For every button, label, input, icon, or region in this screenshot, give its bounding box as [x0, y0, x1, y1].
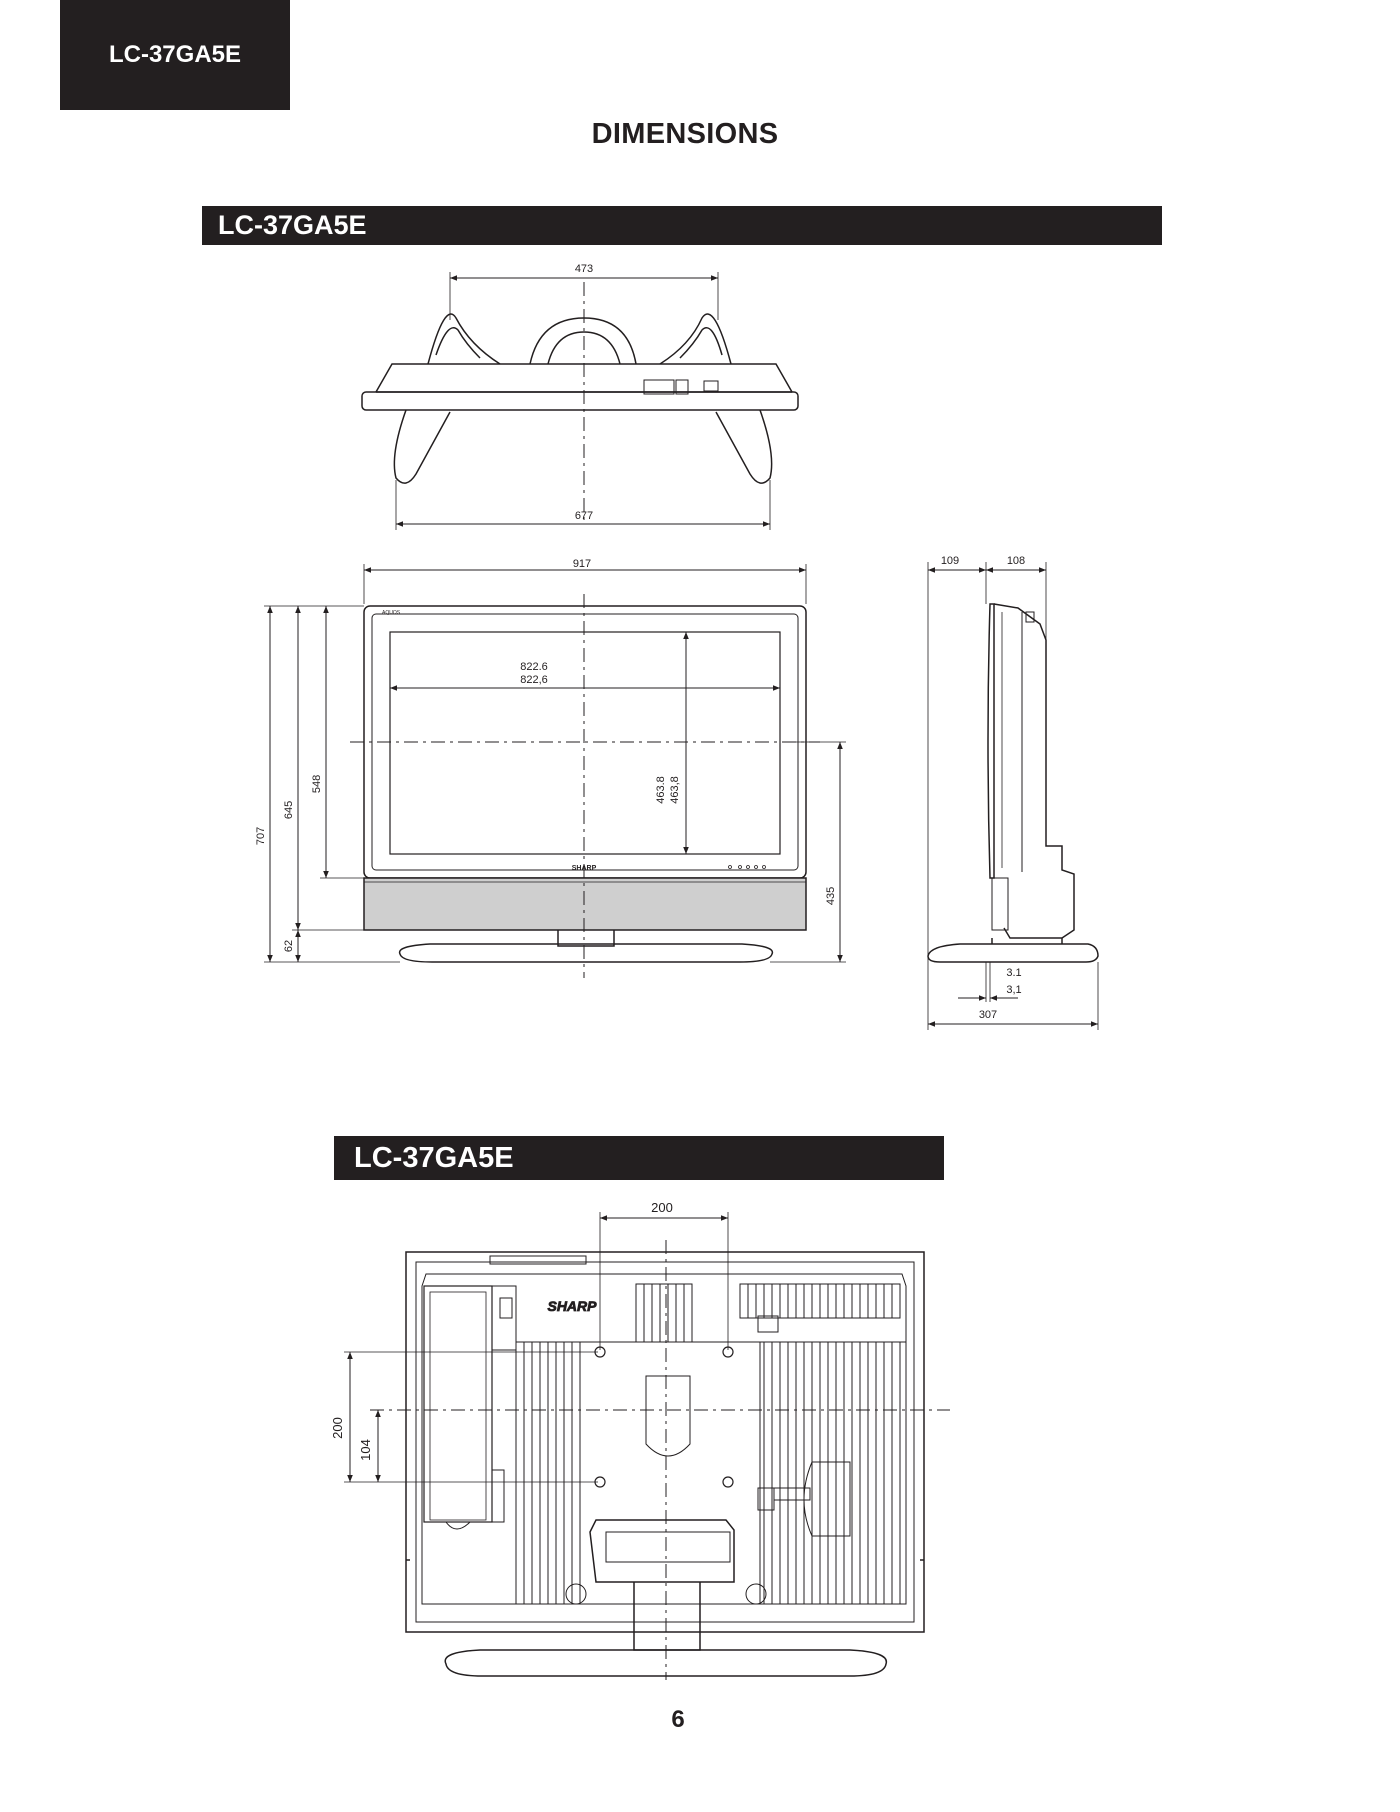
stand-gap-label: 62 [283, 940, 295, 952]
front-bezel-brand: AQUOS [382, 610, 401, 616]
center-height-label: 435 [825, 887, 837, 905]
model-tab: LC-37GA5E [60, 0, 290, 110]
foot-span-label: 677 [575, 510, 593, 522]
page-title: DIMENSIONS [591, 118, 779, 150]
rear-view-drawing [405, 1251, 925, 1677]
tilt-label-b: 3,1 [1006, 984, 1021, 996]
screen-height-label-b: 463,8 [669, 776, 681, 804]
stand-span-label: 473 [575, 263, 593, 275]
height-panel-speaker-label: 645 [283, 801, 295, 819]
side-depth-b-label: 108 [1007, 555, 1025, 567]
vesa-vertical-label: 200 [330, 1417, 345, 1439]
screen-width-label-a: 822.6 [520, 661, 548, 673]
base-depth-label: 307 [979, 1009, 997, 1021]
height-total-label: 707 [255, 827, 267, 845]
section-header-rear: LC-37GA5E [334, 1136, 944, 1180]
page-number: 6 [671, 1706, 685, 1733]
screen-width-label-b: 822,6 [520, 674, 548, 686]
vesa-horizontal-label: 200 [651, 1200, 673, 1215]
rear-brand-logo: SHARP [547, 1298, 597, 1314]
front-view-drawing [363, 605, 807, 963]
offset-vertical-label: 104 [358, 1439, 373, 1461]
front-control-buttons [728, 865, 766, 869]
overall-width-label: 917 [573, 558, 591, 570]
section-header-front: LC-37GA5E [202, 206, 1162, 245]
screen-height-label-a: 463.8 [655, 776, 667, 804]
side-depth-a-label: 109 [941, 555, 959, 567]
height-panel-label: 548 [311, 775, 323, 793]
side-view-drawing [927, 603, 1099, 963]
tilt-label-a: 3.1 [1006, 967, 1021, 979]
top-view-drawing [361, 313, 799, 484]
